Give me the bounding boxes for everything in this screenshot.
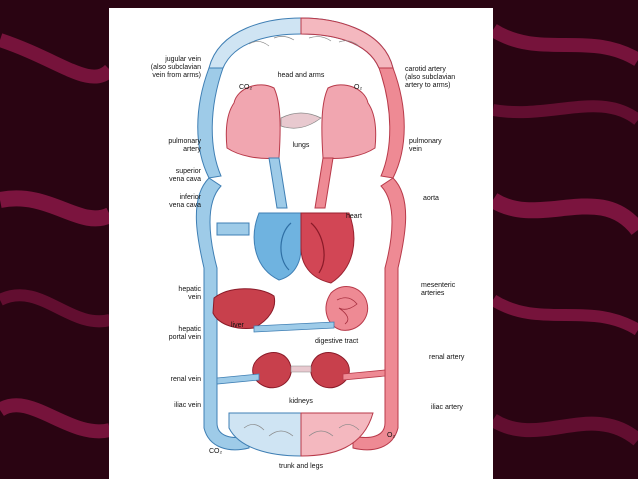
- lungs-organ: [225, 84, 377, 159]
- label-co2-top: CO₂: [239, 84, 253, 91]
- circulatory-diagram: [195, 17, 407, 457]
- label-kidneys: kidneys: [289, 398, 313, 405]
- kidneys-organ: [252, 352, 350, 389]
- label-co2-bottom: CO₂: [209, 448, 223, 455]
- label-renal-artery: renal artery: [429, 354, 465, 361]
- label-digestive-tract: digestive tract: [315, 338, 359, 345]
- portal-vein-connector: [253, 321, 335, 333]
- heart-organ: [253, 212, 355, 284]
- label-lungs: lungs: [292, 142, 310, 149]
- pulmonary-vessels: [268, 157, 334, 209]
- liver-organ: [212, 288, 276, 329]
- label-renal-vein: renal vein: [170, 376, 201, 383]
- diagram-slide: jugular vein (also subclavian vein from …: [109, 8, 493, 479]
- head-capillary-bed: [208, 17, 394, 69]
- label-pulmonary-artery: pulmonary artery: [168, 138, 201, 153]
- label-aorta: aorta: [423, 195, 439, 202]
- label-jugular-vein: jugular vein (also subclavian vein from …: [150, 56, 201, 79]
- label-pulmonary-vein: pulmonary vein: [409, 138, 442, 153]
- renal-vein-vessel: [216, 373, 260, 385]
- label-hepatic-vein: hepatic vein: [178, 286, 201, 301]
- label-o2-bottom: O₂: [387, 432, 396, 439]
- label-iliac-artery: iliac artery: [431, 404, 463, 411]
- digestive-organ: [325, 285, 369, 331]
- label-o2-top: O₂: [354, 84, 363, 91]
- trunk-capillary-bed: [228, 412, 374, 457]
- label-inferior-vena-cava: inferior vena cava: [169, 194, 201, 209]
- label-heart: heart: [346, 213, 362, 220]
- label-liver: liver: [231, 322, 244, 329]
- label-carotid-artery: carotid artery (also subclavian artery t…: [405, 66, 456, 89]
- label-hepatic-portal-vein: hepatic portal vein: [168, 326, 201, 341]
- label-superior-vena-cava: superior vena cava: [169, 168, 201, 183]
- renal-artery-vessel: [342, 369, 386, 381]
- label-trunk-and-legs: trunk and legs: [279, 463, 323, 470]
- label-iliac-vein: iliac vein: [174, 402, 201, 409]
- label-head-and-arms: head and arms: [277, 72, 325, 79]
- label-mesenteric-arteries: mesenteric arteries: [421, 282, 456, 297]
